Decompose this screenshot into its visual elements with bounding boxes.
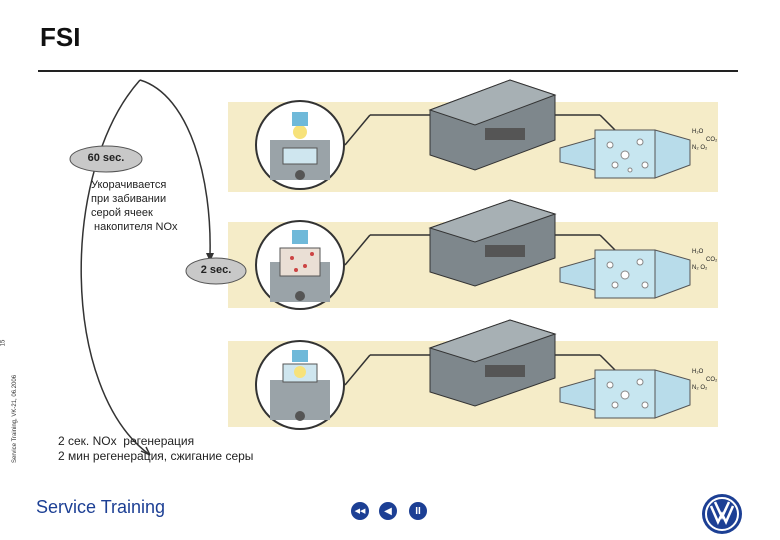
link-line-1 [344,114,371,146]
nav-prev-button[interactable]: ◀ [379,502,397,520]
engine-circle-1 [255,100,345,190]
nav-first-button[interactable]: ◀◀ [351,502,369,520]
engine-circle-2 [255,220,345,310]
link-line-3d [599,354,616,371]
vw-logo [702,494,742,534]
molecule-o2: O₂ [700,265,708,271]
molecule-h2o: H₂O [692,369,704,375]
engine-circle-3 [255,340,345,430]
title-divider [38,70,738,72]
time-badge-2 [185,257,247,285]
molecule-o2: O₂ [700,145,708,151]
cycle-arrowhead-bottom [140,446,151,456]
molecule-labels-3: H₂O CO₂ N₂ O₂ [692,368,717,392]
molecule-h2o: H₂O [692,129,704,135]
molecule-n2: N₂ [692,145,699,151]
nav-pause-button[interactable]: II [409,502,427,520]
note-line-4: накопителя NOx [91,221,178,233]
note-bottom-1: 2 сек. NOx регенерация [58,434,195,448]
time-label-60: 60 sec. [87,152,125,164]
note-line-2: при забивании [91,193,167,205]
note-lower: 2 сек. NOx регенерация 2 мин регенерация… [58,434,253,464]
time-badge-60 [69,145,143,173]
catalyst-1 [559,129,691,179]
molecule-labels-1: H₂O CO₂ N₂ O₂ [692,128,717,152]
footer-brand: Service Training [36,497,166,517]
molecule-co2: CO₂ [706,377,718,383]
link-line-3 [344,354,371,386]
note-line-1: Укорачивается [91,179,167,191]
catalyst-2 [559,249,691,299]
molecule-n2: N₂ [692,385,699,391]
note-upper: Укорачивается при забивании серой ячеек … [91,178,178,234]
page-title: FSI [40,22,81,52]
molecule-n2: N₂ [692,265,699,271]
cycle-left-arc [80,79,151,456]
catalyst-3 [559,369,691,419]
molecule-co2: CO₂ [706,137,718,143]
link-line-2 [344,234,371,266]
note-bottom-2: 2 мин регенерация, сжигание серы [58,449,254,463]
molecule-o2: O₂ [700,385,708,391]
molecule-h2o: H₂O [692,249,704,255]
note-line-3: серой ячеек [91,207,153,219]
time-label-2: 2 sec. [200,264,232,276]
ecu-unit-2 [428,199,557,287]
cycle-arrowhead-right [206,253,214,262]
link-line-2d [599,234,616,251]
link-line-1d [599,114,616,131]
molecule-co2: CO₂ [706,257,718,263]
cycle-right-arc [139,79,211,256]
ecu-unit-3 [428,319,557,407]
ecu-unit-1 [428,79,557,171]
molecule-labels-2: H₂O CO₂ N₂ O₂ [692,248,717,272]
